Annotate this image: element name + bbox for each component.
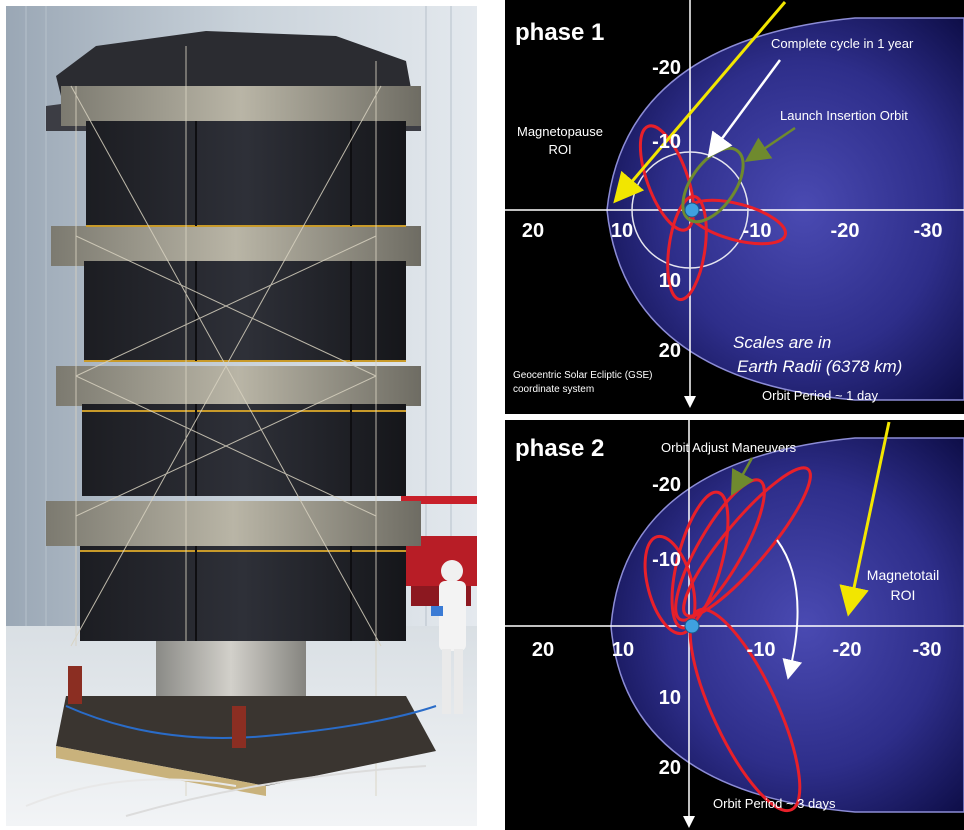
phase2-x-tick: -20: [833, 639, 862, 661]
phase1-y-tick: -20: [652, 57, 681, 79]
phase1-orbit: [666, 194, 708, 302]
phase1-cycle-pointer: [707, 59, 782, 159]
spacecraft-tier-1: [61, 86, 421, 226]
phase2-x-tick: -10: [747, 639, 776, 661]
ground-cables: [25, 705, 437, 817]
phase1-gse-system-label: coordinate system: [513, 384, 594, 395]
phase1-diagram: phase 1 20 10 -10 -20 -30 -20 -10 10 20 …: [505, 0, 964, 414]
phase2-orbits: [643, 466, 812, 813]
phase2-y-axis-arrowhead: [683, 816, 695, 828]
phase1-launch-orbit: [681, 146, 745, 224]
spacecraft-stack-photo: [6, 6, 477, 826]
phase1-orbit: [638, 124, 696, 232]
phase2-y-tick: 20: [659, 757, 681, 779]
phase2-maneuver-pointer: [730, 457, 754, 496]
phase1-y-tick: -10: [652, 131, 681, 153]
phase1-cycle-label: Complete cycle in 1 year: [771, 36, 914, 51]
phase1-gse-label: Geocentric Solar Ecliptic (GSE): [513, 370, 653, 381]
phase1-y-tick: 10: [659, 270, 681, 292]
phase2-orbit: [688, 607, 802, 813]
spacecraft-tier-3: [56, 366, 421, 496]
phase2-magnetotail-pointer: [839, 421, 891, 617]
red-cylinders: [68, 666, 246, 748]
phase2-rotation-arrow: [776, 539, 803, 680]
phase2-orbit: [643, 534, 697, 636]
phase1-magnetopause-label: Magnetopause: [517, 124, 603, 139]
phase2-x-tick: 10: [612, 639, 634, 661]
phase2-magnetotail-roi-label: ROI: [891, 587, 916, 603]
phase2-diagram: phase 2 20 10 -10 -20 -30 -20 -10 10 20 …: [505, 420, 964, 830]
phase2-x-tick: -30: [913, 639, 942, 661]
phase2-x-tick: 20: [532, 639, 554, 661]
phase2-y-tick: 10: [659, 687, 681, 709]
phase1-x-tick: -20: [831, 220, 860, 242]
phase1-x-tick: -30: [914, 220, 943, 242]
phase1-launch-label: Launch Insertion Orbit: [780, 108, 908, 123]
phase1-y-tick: 20: [659, 340, 681, 362]
spacecraft-tier-2: [51, 226, 421, 361]
phase1-x-tick: 10: [611, 220, 633, 242]
phase2-orbit: [682, 466, 812, 618]
phase2-magnetotail-label: Magnetotail: [867, 567, 939, 583]
phase1-earth-radii-label: Earth Radii (6378 km): [737, 357, 902, 376]
phase1-magnetopause-roi-label: ROI: [548, 142, 571, 157]
phase1-x-tick: -10: [743, 220, 772, 242]
phase1-scales-label: Scales are in: [733, 333, 831, 352]
phase2-period-label: Orbit Period ~ 3 days: [713, 796, 836, 811]
phase2-title: phase 2: [515, 435, 604, 462]
phase1-yearly-cycle-circle: [631, 151, 749, 269]
cross-bracing-cables: [70, 46, 382, 796]
phase2-maneuvers-label: Orbit Adjust Maneuvers: [661, 440, 797, 455]
phase1-x-tick: 20: [522, 220, 544, 242]
phase1-launch-pointer: [744, 126, 796, 162]
spacecraft-tier-4: [46, 501, 421, 641]
phase2-orbit: [674, 478, 766, 622]
phase1-title: phase 1: [515, 19, 604, 46]
phase2-y-tick: -10: [652, 549, 681, 571]
phase1-period-label: Orbit Period ~ 1 day: [762, 388, 878, 403]
phase1-y-axis-arrowhead: [684, 396, 696, 408]
phase1-magnetopause-pointer: [613, 1, 787, 204]
earth-icon: [684, 202, 700, 218]
phase2-orbit: [670, 490, 730, 630]
technician: [431, 560, 466, 714]
earth-icon: [684, 618, 700, 634]
phase2-y-tick: -20: [652, 474, 681, 496]
